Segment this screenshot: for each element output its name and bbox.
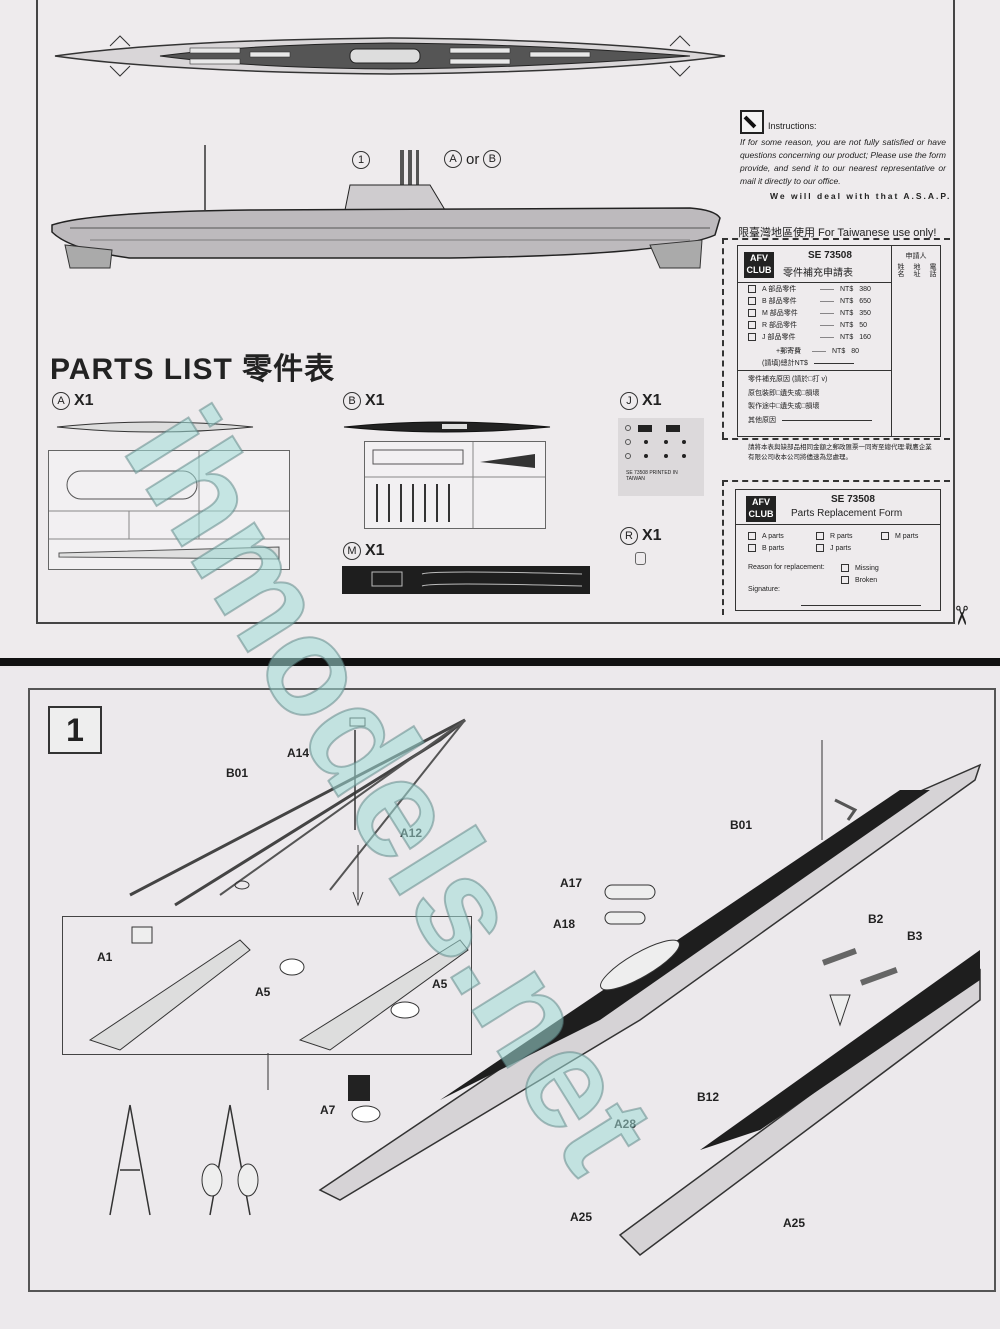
checkbox-m-parts[interactable]: M parts	[881, 532, 918, 540]
price-row-r[interactable]: R 部品零件——NT$50	[748, 320, 867, 330]
detail-inset	[62, 916, 472, 1055]
label-a14: A14	[287, 746, 310, 760]
stand-views	[109, 1104, 259, 1216]
cn-form-title: 零件補充申請表	[783, 268, 853, 279]
sprue-b	[364, 441, 546, 529]
price-row-a[interactable]: A 部品零件——NT$380	[748, 284, 871, 294]
label-b2: B2	[868, 912, 884, 926]
label-a7: A7	[320, 1103, 336, 1117]
cut-line	[722, 438, 950, 440]
reason-header: 零件補充原因 (請於□打 v)	[748, 376, 828, 383]
or-text: or	[466, 150, 480, 168]
part-a-hull-half	[56, 421, 254, 433]
label-a5: A5	[255, 985, 271, 999]
step-frame	[28, 688, 996, 1292]
cn-form-footnote: 請將本表與缺部品相同金額之郵政匯票一同寄至總代理:戰鷹企業有限公司收本公司將儘速…	[748, 444, 932, 461]
option-callout: A or B	[444, 150, 502, 168]
signature-line[interactable]	[801, 605, 921, 606]
decal-sheet-j: SE 73508 PRINTED IN TAIWAN	[618, 418, 704, 496]
checkbox-a-parts[interactable]: A parts	[748, 532, 784, 540]
label-b01: B01	[226, 766, 249, 780]
option-a-circle: A	[444, 150, 462, 168]
label-a28: A28	[614, 1117, 637, 1131]
label-a5: A5	[432, 977, 448, 991]
decal-sheet-text: SE 73508 PRINTED IN TAIWAN	[626, 470, 678, 482]
other-reason-row[interactable]: 其他原因	[748, 415, 872, 425]
part-r-piece	[635, 552, 646, 565]
cn-form-code: SE 73508	[808, 250, 852, 261]
instructions-title: Instructions:	[768, 121, 817, 131]
applicant-header: 申請人	[905, 253, 927, 260]
price-row-b[interactable]: B 部品零件——NT$650	[748, 296, 871, 306]
label-a12: A12	[400, 826, 423, 840]
step-callout-1: 1	[352, 150, 370, 169]
signature-label: Signature:	[748, 586, 780, 593]
label-a18: A18	[553, 917, 576, 931]
applicant-phone-field[interactable]: 電話	[929, 263, 936, 277]
label-b12: B12	[697, 1090, 720, 1104]
label-b3: B3	[907, 929, 923, 943]
applicant-column: 申請人 姓名 地址 電話	[891, 246, 940, 436]
photo-etch-sheet-m	[342, 566, 590, 594]
sprue-a	[48, 450, 290, 570]
checkbox-broken[interactable]: Broken	[841, 576, 877, 584]
reason-row[interactable]: 原包裝即□遺失或□損壞	[748, 390, 820, 397]
label-b01: B01	[730, 818, 753, 832]
page-divider	[0, 658, 1000, 666]
total-row[interactable]: (請填)總計NT$	[762, 358, 854, 368]
en-form-code: SE 73508	[831, 494, 875, 505]
pen-icon	[740, 110, 764, 134]
instructions-closing: We will deal with that A.S.A.P.	[770, 191, 952, 201]
price-row-m[interactable]: M 部品零件——NT$350	[748, 308, 871, 318]
cut-line	[722, 238, 724, 438]
step-number: 1	[48, 706, 102, 754]
instructions-body: If for some reason, you are not fully sa…	[740, 137, 947, 186]
parts-list-title: PARTS LIST 零件表	[50, 353, 336, 386]
postage-row: +郵寄費——NT$80	[776, 347, 860, 356]
applicant-name-field[interactable]: 姓名	[897, 263, 904, 277]
option-b-circle: B	[483, 150, 502, 168]
part-b-deck	[343, 421, 551, 433]
taiwan-notice: 限臺灣地區使用 For Taiwanese use only!	[738, 227, 937, 239]
reason-label: Reason for replacement:	[748, 564, 825, 571]
label-a1: A1	[97, 950, 113, 964]
label-a17: A17	[560, 876, 583, 890]
parts-list-page: 1 A or B Instructions: If for some reaso…	[0, 0, 1000, 660]
assembly-diagram	[88, 717, 982, 1256]
page-frame	[36, 0, 955, 624]
checkbox-b-parts[interactable]: B parts	[748, 544, 784, 552]
scissors-icon: ✂	[946, 604, 977, 627]
cut-line	[722, 480, 950, 482]
applicant-address-field[interactable]: 地址	[913, 263, 920, 277]
checkbox-j-parts[interactable]: J parts	[816, 544, 851, 552]
checkbox-missing[interactable]: Missing	[841, 564, 879, 572]
reason-row[interactable]: 製作途中□遺失或□損壞	[748, 403, 820, 410]
label-a25: A25	[570, 1210, 593, 1224]
cut-line	[722, 238, 950, 240]
submarine-top-view	[54, 35, 726, 77]
label-a25: A25	[783, 1216, 806, 1230]
cut-line	[722, 480, 724, 615]
price-row-j[interactable]: J 部品零件——NT$160	[748, 332, 871, 342]
en-form-title: Parts Replacement Form	[791, 508, 903, 519]
checkbox-r-parts[interactable]: R parts	[816, 532, 853, 540]
submarine-side-view	[51, 145, 721, 269]
